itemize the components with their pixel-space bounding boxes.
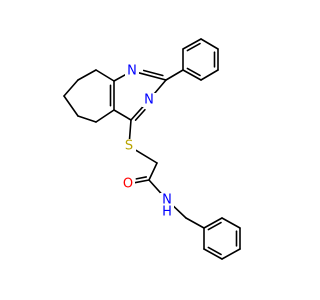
atom-n-amide: N <box>162 193 172 208</box>
bond-b5-b6 <box>203 248 223 260</box>
bond-n1-c8a <box>113 73 127 82</box>
bond-pd-pe <box>182 69 202 81</box>
bond-layer <box>63 38 241 260</box>
bond-co-o-double <box>135 176 148 180</box>
atom-s: S <box>125 139 133 154</box>
bond-c8a-c8 <box>95 69 115 82</box>
atom-h-amide: H <box>162 205 172 220</box>
bond-b5-b6-double <box>207 246 222 256</box>
bond-c5b-c4a <box>95 109 115 123</box>
bond-b4-b5 <box>221 248 241 260</box>
bond-c4-n3 <box>130 104 146 121</box>
bond-pf-pa-double <box>186 42 201 52</box>
molecule-structure: N N S O N H <box>63 38 241 260</box>
bond-n3-c2 <box>152 79 167 96</box>
atom-n1: N <box>127 64 137 79</box>
bond-ch2-co <box>148 162 158 181</box>
bond-c8-c7 <box>77 69 97 81</box>
bond-bn-b1 <box>185 217 205 229</box>
bond-co-o <box>134 179 150 184</box>
atom-o: O <box>123 177 133 192</box>
bond-pa-pb <box>200 38 219 50</box>
bond-b1-b2-double <box>207 221 222 231</box>
bond-nh-bn <box>171 204 187 219</box>
bond-c7-c6 <box>63 79 79 97</box>
bond-pc-pd <box>200 69 219 81</box>
bond-c2-n1 <box>137 71 167 81</box>
bond-pf-pa <box>182 38 202 50</box>
bond-b1-b2 <box>203 217 223 229</box>
bond-c2-n1-double <box>142 69 164 77</box>
bond-pd-pe-double <box>186 67 201 77</box>
bond-pe-c2 <box>165 69 184 81</box>
bond-b2-b3 <box>221 217 241 229</box>
atom-n3: N <box>144 93 154 108</box>
bond-s-ch2 <box>134 148 158 164</box>
bond-c4a-c4 <box>113 109 132 121</box>
bond-c4-n3-double <box>134 108 146 121</box>
bond-co-nh <box>148 179 164 196</box>
bond-c5-c5b <box>77 115 97 123</box>
atom-label-layer: N N S O N H <box>121 64 174 220</box>
bond-c6-c5 <box>63 95 79 117</box>
bond-c4-s <box>128 119 132 140</box>
